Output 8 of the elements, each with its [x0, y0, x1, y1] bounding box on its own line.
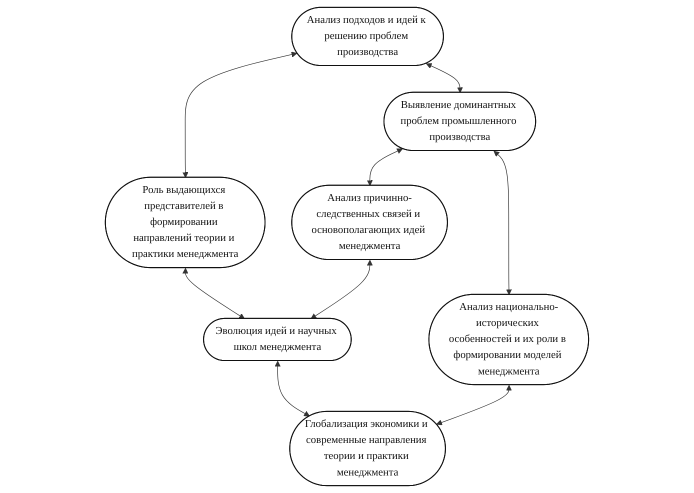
arrow — [182, 268, 245, 319]
arrow — [366, 148, 403, 186]
arrow — [182, 52, 298, 178]
arrow — [494, 150, 512, 295]
arrow — [436, 384, 512, 426]
arrow — [274, 360, 310, 416]
arrow — [310, 260, 373, 319]
arrow — [426, 63, 463, 93]
